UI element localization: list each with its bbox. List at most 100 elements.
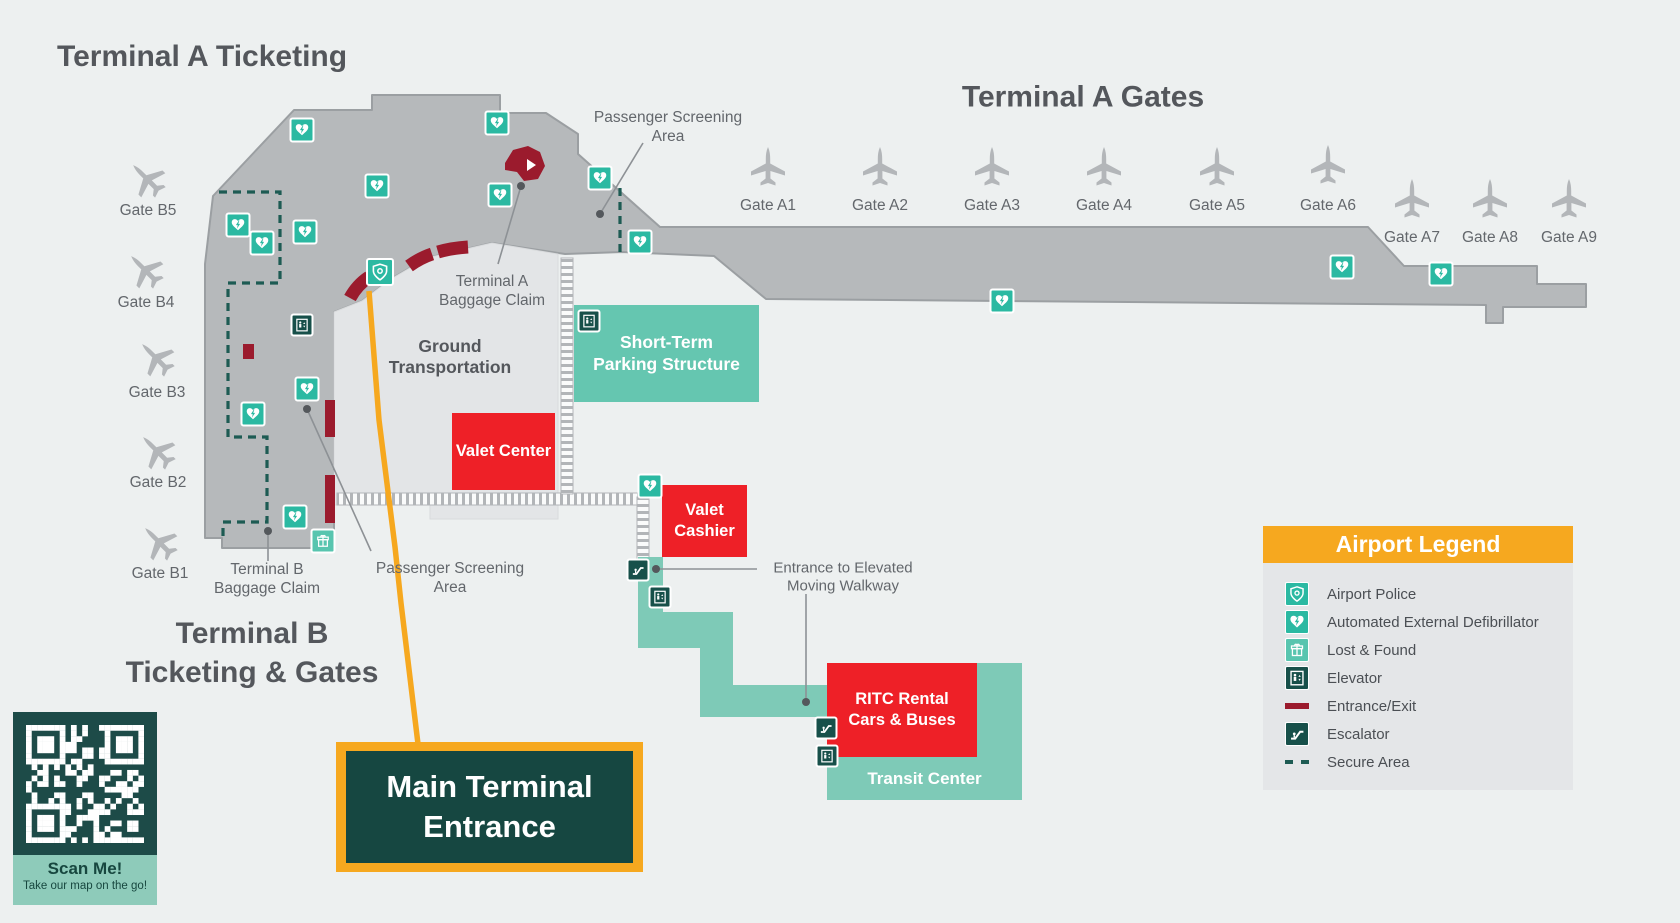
- escalator-icon: [626, 558, 650, 582]
- valet-center: Valet Center: [452, 413, 555, 490]
- lostfound-icon: [310, 528, 336, 554]
- entrance-exit-arc-2: [436, 240, 469, 259]
- qr-caption-line2: Take our map on the go!: [22, 880, 148, 892]
- gate-label: Gate A5: [1188, 197, 1246, 214]
- legend-label: Automated External Defibrillator: [1327, 613, 1539, 631]
- label-text: Passenger Screening: [375, 560, 525, 577]
- parking-label-line1: Short-Term: [619, 332, 713, 352]
- secure-area-swatch: [1285, 750, 1309, 774]
- elevator-icon: [815, 744, 839, 768]
- legend-row: Secure Area: [1285, 748, 1573, 776]
- airplane-icon: [863, 147, 897, 186]
- short-term-parking-structure: Short-Term Parking Structure: [574, 305, 759, 402]
- aed-icon: [1285, 610, 1309, 634]
- escalator-icon: [814, 716, 838, 740]
- secure-area-line-b: [219, 190, 282, 538]
- gate-label: Gate B3: [128, 384, 186, 401]
- gate-label: Gate B1: [131, 565, 189, 582]
- airplane-icon: [130, 332, 182, 384]
- aed-icon: [487, 182, 513, 208]
- leader-dots: [264, 182, 810, 706]
- label-text: Moving Walkway: [787, 577, 899, 594]
- gate-label: Gate A9: [1540, 229, 1598, 246]
- title-terminal-b-line1: Terminal B: [175, 617, 329, 650]
- label-text: Passenger Screening: [593, 109, 743, 126]
- baggage-entrance-arrowhead: [527, 159, 536, 171]
- walkway-vertical-parking: [560, 257, 574, 495]
- title-terminal-b-line2: Ticketing & Gates: [125, 656, 379, 689]
- legend-label: Secure Area: [1327, 753, 1410, 771]
- title-terminal-a-gates: Terminal A Gates: [961, 80, 1205, 114]
- label-text: Area: [651, 128, 685, 145]
- legend-label: Elevator: [1327, 669, 1383, 687]
- label-walkway-entrance: Entrance to Elevated Moving Walkway: [773, 560, 912, 595]
- legend-row: Escalator: [1285, 720, 1573, 748]
- aed-icon: [637, 473, 663, 499]
- airplane-icon: [1395, 179, 1429, 218]
- elevator-icon: [290, 313, 314, 337]
- entrance-exit-arc-1: [405, 247, 435, 272]
- police-icon: [366, 258, 394, 286]
- label-terminal-a-baggage-claim: Terminal A Baggage Claim: [439, 272, 545, 310]
- aed-icon: [225, 212, 251, 238]
- baggage-entrance-arrow: [505, 146, 545, 181]
- qr-code: [13, 712, 157, 855]
- airplane-icon: [751, 147, 785, 186]
- legend-title: Airport Legend: [1263, 526, 1573, 563]
- label-text: Area: [433, 579, 467, 596]
- entrance-exit-bar-3: [243, 344, 254, 359]
- walkway-horizontal: [336, 492, 650, 506]
- aed-icon: [282, 504, 308, 530]
- label-passenger-screening-a: Passenger Screening Area: [594, 108, 742, 146]
- ritc-line2: Cars & Buses: [848, 711, 956, 729]
- valet-cashier: Valet Cashier: [662, 485, 747, 557]
- aed-icon: [240, 401, 266, 427]
- transit-center-label: Transit Center: [867, 769, 982, 788]
- label-terminal-b-baggage-claim: Terminal B Baggage Claim: [214, 560, 320, 598]
- main-terminal-entrance-inner: Main Terminal Entrance: [346, 751, 633, 863]
- aed-icon: [1428, 261, 1454, 287]
- airplane-icon: [1311, 145, 1345, 184]
- aed-icon: [587, 165, 613, 191]
- main-terminal-entrance-callout: Main Terminal Entrance: [336, 742, 643, 872]
- gate-label: Gate A1: [739, 197, 797, 214]
- main-entrance-leader-line: [366, 290, 421, 745]
- lostfound-icon: [1285, 638, 1309, 662]
- elevator-icon: [1285, 666, 1309, 690]
- main-entrance-line2: Entrance: [423, 809, 556, 844]
- aed-icon: [989, 288, 1015, 314]
- elevator-icon: [648, 585, 672, 609]
- aed-icon: [364, 173, 390, 199]
- gate-label: Gate B4: [117, 294, 175, 311]
- aed-icon: [627, 229, 653, 255]
- label-text: Terminal B: [230, 561, 304, 578]
- legend-row: Elevator: [1285, 664, 1573, 692]
- legend-row: Automated External Defibrillator: [1285, 608, 1573, 636]
- airplane-icon: [1552, 179, 1586, 218]
- valet-cashier-line2: Cashier: [674, 522, 735, 540]
- legend-label: Airport Police: [1327, 585, 1417, 603]
- legend-label: Escalator: [1327, 725, 1390, 743]
- walkway-vertical-valet: [636, 496, 650, 560]
- label-text: Transportation: [388, 357, 512, 377]
- aed-icon: [1329, 254, 1355, 280]
- label-text: Baggage Claim: [214, 580, 320, 597]
- label-passenger-screening-b: Passenger Screening Area: [376, 559, 524, 597]
- gate-label: Gate A2: [851, 197, 909, 214]
- parking-label-line2: Parking Structure: [593, 353, 740, 374]
- entrance-exit-bar-2: [325, 475, 335, 523]
- leader-lines: [267, 142, 807, 702]
- qr-caption: Scan Me! Take our map on the go!: [13, 855, 157, 905]
- gate-label: Gate A6: [1299, 197, 1357, 214]
- qr-pattern: [26, 724, 144, 843]
- aed-icon: [294, 376, 320, 402]
- ritc-rental-cars-buses: RITC Rental Cars & Buses: [827, 663, 977, 757]
- gate-label: Gate A8: [1461, 229, 1519, 246]
- legend-row: Entrance/Exit: [1285, 692, 1573, 720]
- gate-label: Gate A7: [1383, 229, 1441, 246]
- valet-cashier-line1: Valet: [685, 501, 724, 519]
- aed-icon: [292, 219, 318, 245]
